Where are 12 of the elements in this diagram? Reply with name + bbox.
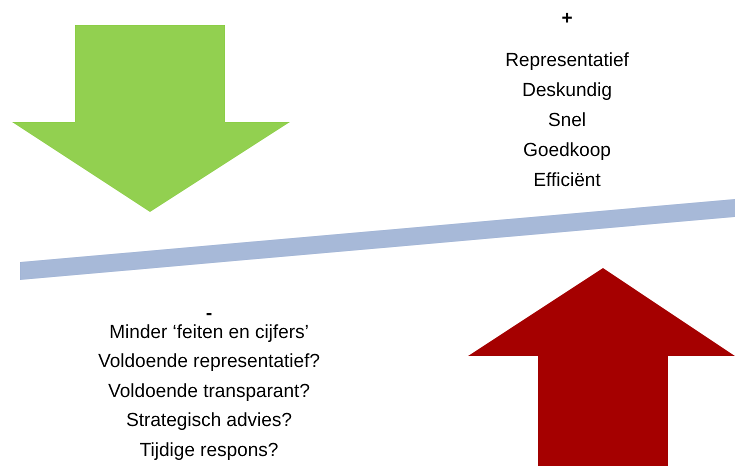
list-text: Representatief	[505, 50, 629, 72]
list-text: Minder ‘feiten en cijfers’	[109, 322, 309, 344]
list-text: Strategisch advies?	[126, 410, 292, 432]
list-text: Goedkoop	[523, 140, 611, 162]
list-text: -	[206, 303, 212, 324]
list-text: Voldoende transparant?	[108, 381, 310, 403]
list-text: Snel	[548, 110, 586, 132]
list-text: Efficiënt	[533, 170, 601, 192]
list-text: Voldoende representatief?	[98, 351, 320, 373]
list-text: +	[561, 8, 573, 30]
list-text: Tijdige respons?	[140, 440, 278, 462]
list-text: Deskundig	[522, 80, 612, 102]
